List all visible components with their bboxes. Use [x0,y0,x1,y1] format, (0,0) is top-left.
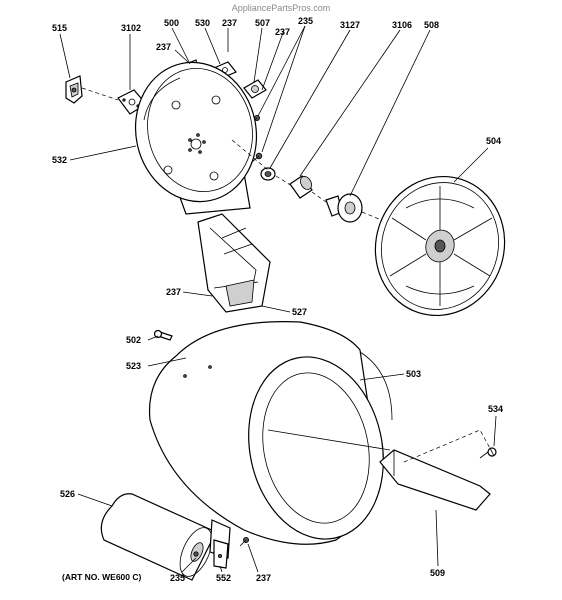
callout-237-b[interactable]: 237 [156,42,171,52]
callout-534[interactable]: 534 [488,404,503,414]
leader-lines [59,25,497,573]
callout-235-b[interactable]: 235 [170,573,185,583]
part-532-rear-bulkhead[interactable] [123,51,269,215]
part-237-screw-e[interactable] [239,537,249,547]
watermark: AppliancePartsPros.com [232,3,331,13]
callout-labels: 515 3102 500 530 237 237 507 237 235 312… [52,16,503,583]
callout-237-d[interactable]: 237 [166,287,181,297]
callout-523[interactable]: 523 [126,361,141,371]
part-509-slide[interactable] [379,429,493,511]
callout-530[interactable]: 530 [195,18,210,28]
callout-532[interactable]: 532 [52,155,67,165]
part-507-bearing[interactable] [243,79,267,99]
part-3106-spacer[interactable] [289,174,314,199]
callout-502[interactable]: 502 [126,335,141,345]
callout-500[interactable]: 500 [164,18,179,28]
part-552-bracket[interactable] [213,539,229,569]
part-515-bracket[interactable] [65,75,83,104]
part-508-shaft-hub[interactable] [325,193,363,223]
part-504-drum-back[interactable] [358,160,523,333]
callout-235-a[interactable]: 235 [298,16,313,26]
part-527-duct[interactable] [197,213,271,313]
callout-3102[interactable]: 3102 [121,23,141,33]
callout-527[interactable]: 527 [292,307,307,317]
part-503-drum[interactable] [148,321,400,552]
part-235-screw-b[interactable] [193,551,199,557]
callout-552[interactable]: 552 [216,573,231,583]
callout-237-c[interactable]: 237 [275,27,290,37]
callout-526[interactable]: 526 [60,489,75,499]
callout-3106[interactable]: 3106 [392,20,412,30]
callout-3127[interactable]: 3127 [340,20,360,30]
callout-237-e[interactable]: 237 [256,573,271,583]
part-3127-washer[interactable] [260,167,276,181]
callout-515[interactable]: 515 [52,23,67,33]
part-502-bolt[interactable] [153,329,173,341]
part-534-screw[interactable] [479,447,497,459]
callout-509[interactable]: 509 [430,568,445,578]
callout-507[interactable]: 507 [255,18,270,28]
callout-237-a[interactable]: 237 [222,18,237,28]
art-number: (ART NO. WE600 C) [62,572,142,582]
callout-504[interactable]: 504 [486,136,501,146]
callout-508[interactable]: 508 [424,20,439,30]
callout-503[interactable]: 503 [406,369,421,379]
